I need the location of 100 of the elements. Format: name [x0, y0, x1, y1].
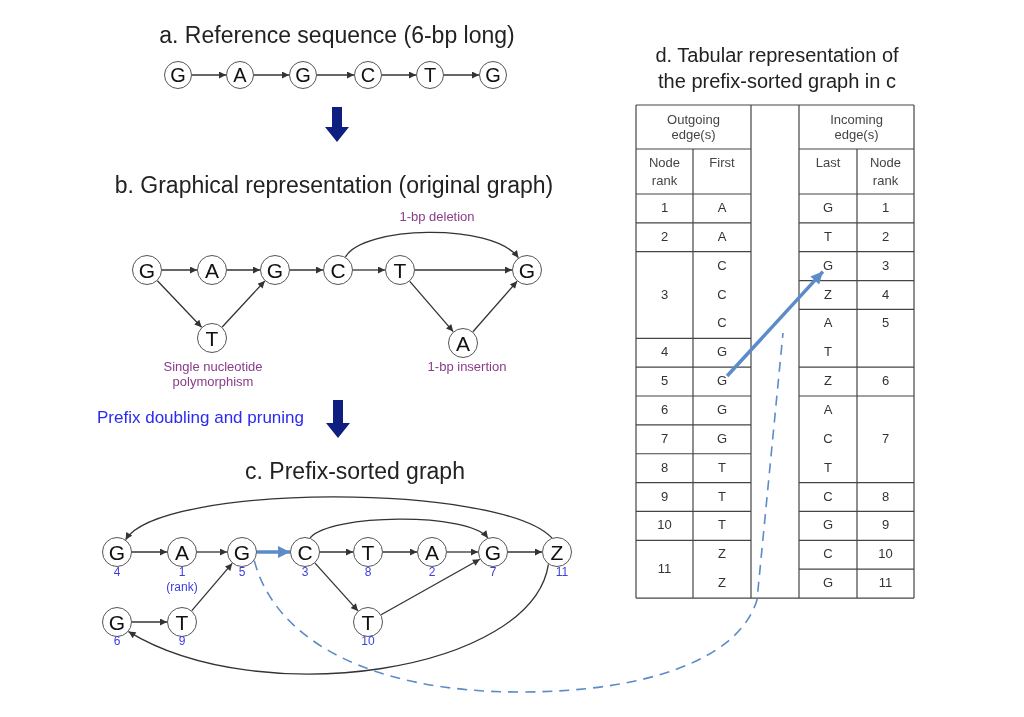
section-title: b. Graphical representation (original graph)	[114, 172, 554, 199]
base-letter: Z	[718, 547, 726, 563]
arrow	[191, 562, 233, 612]
rank-number: 9	[660, 489, 669, 505]
base-letter: C	[823, 547, 833, 563]
arrow	[352, 266, 386, 274]
base-letter: A	[717, 229, 727, 245]
base-letter: G	[822, 200, 834, 216]
column-header: Incoming edge(s)	[829, 113, 884, 143]
rank-number: 4	[660, 345, 669, 361]
graph-node: G	[512, 255, 542, 285]
arrow	[156, 280, 203, 328]
arrow	[316, 71, 355, 79]
base-letter: T	[718, 460, 726, 476]
graph-node: G	[260, 255, 290, 285]
arrow	[443, 71, 480, 79]
base-letter: G	[822, 518, 834, 534]
graph-node: A	[197, 255, 227, 285]
section-title: c. Prefix-sorted graph	[245, 458, 465, 485]
arrow	[309, 518, 489, 539]
arrow	[127, 563, 550, 675]
graph-node: T	[416, 61, 444, 89]
base-letter: C	[823, 489, 833, 505]
base-letter: A	[717, 200, 727, 216]
step-label: Prefix doubling and pruning	[97, 408, 304, 428]
arrow	[381, 71, 417, 79]
column-header: Outgoing edge(s)	[666, 113, 721, 143]
base-letter: G	[716, 431, 728, 447]
rank-number: 2	[881, 229, 890, 245]
rank-number: 7	[660, 431, 669, 447]
rank-number: 4	[881, 287, 890, 303]
graph-node: G	[479, 61, 507, 89]
rank-number: 7	[489, 566, 497, 580]
arrow	[314, 562, 359, 612]
section-title: a. Reference sequence (6-bp long)	[159, 22, 515, 49]
arrow	[289, 266, 324, 274]
base-letter: T	[824, 229, 832, 245]
base-letter: C	[717, 258, 727, 274]
arrow	[725, 270, 825, 378]
graph-node: A	[448, 328, 478, 358]
rank-number: 1	[881, 200, 890, 216]
arrow	[319, 548, 354, 556]
rank-number: 10	[657, 518, 672, 534]
rank-number: 1	[178, 566, 186, 580]
arrow	[446, 548, 479, 556]
rank-number: 6	[660, 402, 669, 418]
graph-node: C	[323, 255, 353, 285]
column-header: Last	[815, 155, 841, 171]
graph-node: G	[227, 537, 257, 567]
rank-number: 11	[555, 566, 569, 580]
rank-number: 4	[113, 566, 121, 580]
base-letter: T	[824, 345, 832, 361]
arrow	[382, 548, 418, 556]
rank-number: 8	[364, 566, 372, 580]
graph-node: G	[164, 61, 192, 89]
rank-number: 9	[881, 518, 890, 534]
column-header: Node rank	[647, 154, 682, 191]
graph-node: T	[353, 537, 383, 567]
graph-node: T	[353, 607, 383, 637]
annotation-text: 1-bp insertion	[427, 360, 507, 375]
base-letter: G	[822, 258, 834, 274]
graph-node: A	[167, 537, 197, 567]
rank-number: 10	[878, 547, 893, 563]
base-letter: C	[717, 287, 727, 303]
base-letter: C	[717, 316, 727, 332]
base-letter: G	[716, 374, 728, 389]
graph-node: C	[290, 537, 320, 567]
graph-node: A	[417, 537, 447, 567]
rank-number: 10	[361, 635, 375, 649]
arrow	[257, 546, 290, 558]
rank-number: 8	[660, 460, 669, 476]
rank-number: 7	[881, 431, 890, 447]
graph-node: T	[197, 323, 227, 353]
arrow	[124, 496, 553, 541]
arrow	[226, 266, 261, 274]
annotation-text: Single nucleotide polymorphism	[162, 360, 264, 390]
base-letter: G	[716, 345, 728, 361]
graph-node: Z	[542, 537, 572, 567]
rank-caption: (rank)	[166, 581, 198, 595]
arrow	[131, 548, 168, 556]
column-header: Node rank	[868, 154, 903, 191]
rank-number: 5	[238, 566, 246, 580]
rank-number: 8	[881, 489, 890, 505]
edge-label: 1-bp deletion	[399, 210, 475, 225]
column-header: First	[709, 155, 735, 171]
section-title: d. Tabular representation of the prefix-sorted graph in c	[654, 43, 900, 94]
arrow	[380, 558, 481, 616]
dashed-line	[253, 332, 784, 693]
arrow	[344, 231, 520, 259]
graph-node: G	[289, 61, 317, 89]
base-letter: Z	[824, 287, 832, 303]
graph-node: G	[478, 537, 508, 567]
graph-node: G	[102, 607, 132, 637]
graph-node: T	[167, 607, 197, 637]
base-letter: A	[823, 316, 833, 332]
graph-node: T	[385, 255, 415, 285]
arrow	[221, 280, 266, 328]
base-letter: Z	[824, 374, 832, 389]
arrow	[191, 71, 227, 79]
rank-number: 3	[301, 566, 309, 580]
